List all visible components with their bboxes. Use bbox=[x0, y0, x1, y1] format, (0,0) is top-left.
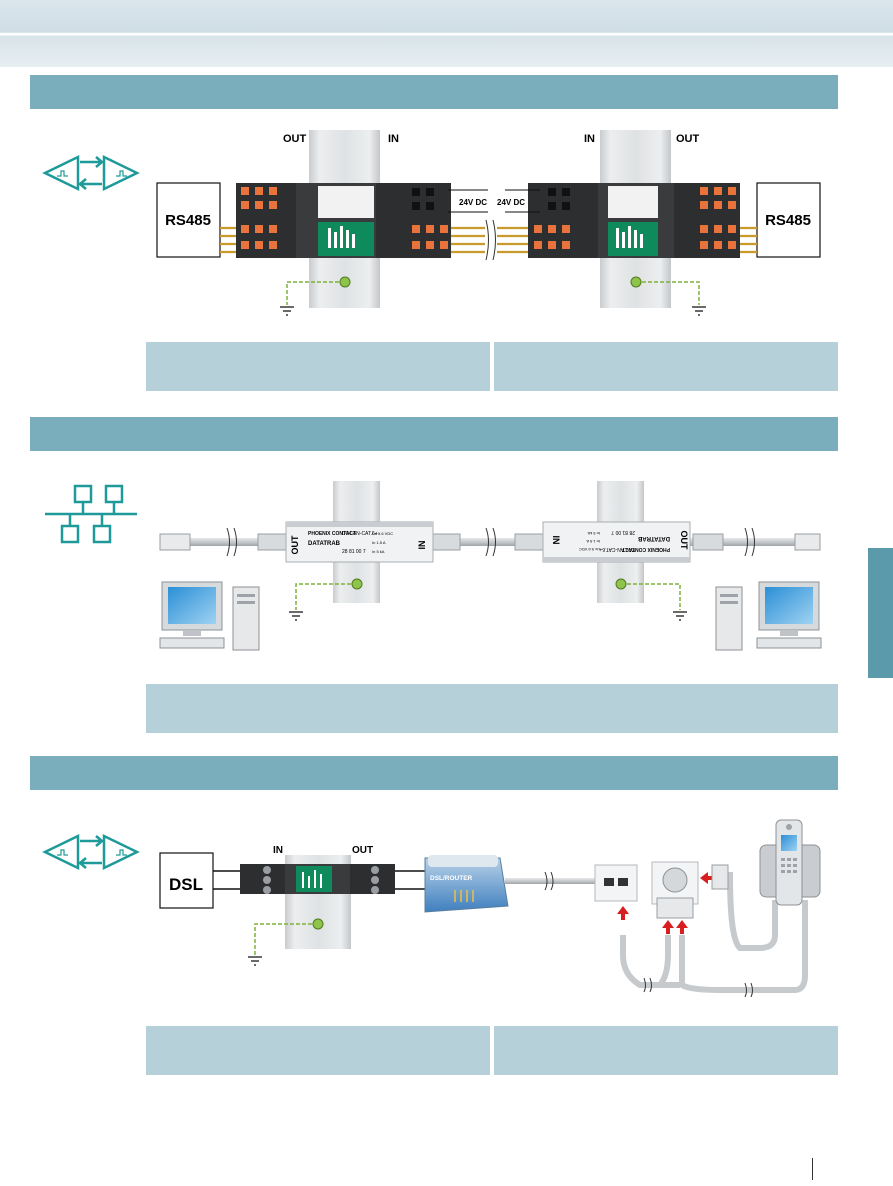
surge-module-1-right bbox=[528, 183, 740, 258]
datatrab-right-spec-1: In 1.5 A bbox=[586, 539, 600, 544]
power-label-1-left: 24V DC bbox=[459, 198, 487, 207]
ground-3 bbox=[254, 923, 318, 955]
wire-break-3b bbox=[643, 977, 753, 998]
datatrab-left-code: 28 81 00 7 bbox=[342, 549, 366, 555]
wall-socket bbox=[594, 864, 638, 902]
ground-screw-2-left bbox=[351, 578, 363, 590]
ground-screw-2-right bbox=[615, 578, 627, 590]
datatrab-left-spec-1: In 1.5 A bbox=[372, 540, 386, 545]
network-icon bbox=[45, 484, 137, 544]
datatrab-right-brand: PHOENIX CONTACT bbox=[622, 546, 670, 552]
datatrab-right-out: OUT bbox=[679, 531, 689, 551]
datatrab-right-spec-2: In 5 kA bbox=[587, 531, 600, 536]
rs485-device-left-label: RS485 bbox=[165, 212, 211, 229]
in-label-3: IN bbox=[273, 845, 283, 856]
computer-icon bbox=[715, 581, 822, 651]
ground-icon bbox=[248, 956, 262, 966]
ground-1-right bbox=[636, 281, 700, 305]
lan-cables bbox=[159, 527, 821, 557]
rs485-device-left bbox=[156, 182, 221, 258]
in-label-1-left: IN bbox=[388, 133, 399, 145]
datatrab-right-code: 28 81 00 7 bbox=[611, 529, 635, 535]
datatrab-left-spec-0: Uc 5.6 VDC bbox=[372, 531, 393, 536]
router-label: DSL/ROUTER bbox=[430, 875, 473, 882]
surge-module-3 bbox=[240, 864, 395, 894]
ground-icon bbox=[692, 306, 706, 316]
datatrab-left-out: OUT bbox=[290, 535, 300, 555]
arrow-icon bbox=[617, 872, 714, 934]
computer-icon bbox=[159, 581, 260, 651]
datatrab-left-in: IN bbox=[417, 541, 427, 550]
ground-icon bbox=[280, 306, 294, 316]
out-label-1-left: OUT bbox=[283, 133, 307, 145]
datatrab-left-spec-2: In 5 kA bbox=[372, 549, 385, 554]
datatrab-module-left: OUT IN PHOENIX CONTACT DT-LAN-CAT.6+ DAT… bbox=[285, 521, 434, 563]
ground-icon bbox=[289, 611, 303, 621]
section-bar-dsl bbox=[30, 756, 838, 790]
router-cable bbox=[505, 878, 597, 884]
power-plug bbox=[711, 864, 729, 890]
dsl-router bbox=[424, 855, 509, 913]
rs485-device-right-label: RS485 bbox=[765, 212, 811, 229]
datatrab-right-model: DT-LAN-CAT.6+ bbox=[599, 546, 635, 552]
power-socket bbox=[651, 861, 699, 919]
caption-box-1b bbox=[494, 342, 838, 391]
ground-2-right bbox=[621, 583, 681, 610]
ground-icon bbox=[673, 611, 687, 621]
rs485-icon bbox=[42, 155, 140, 191]
side-tab bbox=[868, 548, 893, 678]
rs485-device-right bbox=[756, 182, 821, 258]
datatrab-left-brand: PHOENIX CONTACT bbox=[308, 531, 356, 537]
ground-screw-1-left bbox=[339, 276, 351, 288]
surge-module-1-left bbox=[236, 183, 451, 258]
datatrab-left-series: DATATRAB bbox=[308, 541, 341, 547]
ground-2-left bbox=[295, 583, 357, 610]
page-rule bbox=[812, 1158, 813, 1180]
section-bar-rs485 bbox=[30, 75, 838, 109]
datatrab-module-right: OUT IN PHOENIX CONTACT DT-LAN-CAT.6+ DAT… bbox=[542, 521, 691, 563]
in-label-1-right: IN bbox=[584, 133, 595, 145]
phone-icon bbox=[759, 819, 821, 906]
datatrab-left-model: DT-LAN-CAT.6+ bbox=[342, 531, 378, 537]
ground-1-left bbox=[286, 281, 345, 305]
header-band bbox=[0, 0, 893, 67]
datatrab-right-series: DATATRAB bbox=[637, 535, 670, 541]
phone-cords bbox=[620, 872, 808, 993]
ground-screw-1-right bbox=[630, 276, 642, 288]
caption-box-1a bbox=[146, 342, 490, 391]
caption-box-3a bbox=[146, 1026, 490, 1075]
power-lines-1 bbox=[448, 189, 540, 213]
ground-screw-3 bbox=[312, 918, 324, 930]
wire-break-3 bbox=[544, 871, 554, 891]
datatrab-right-in: IN bbox=[551, 536, 561, 545]
dsl-device bbox=[159, 852, 214, 909]
dsl-icon bbox=[42, 834, 140, 870]
caption-box-3b bbox=[494, 1026, 838, 1075]
dsl-device-label: DSL bbox=[169, 875, 203, 894]
power-label-1-right: 24V DC bbox=[497, 198, 525, 207]
section-bar-ethernet bbox=[30, 417, 838, 451]
out-label-1-right: OUT bbox=[676, 133, 700, 145]
out-label-3: OUT bbox=[352, 845, 373, 856]
datatrab-right-spec-0: Uc 5.6 VDC bbox=[579, 547, 600, 552]
caption-box-2 bbox=[146, 684, 838, 733]
wire-break-1 bbox=[485, 219, 496, 261]
